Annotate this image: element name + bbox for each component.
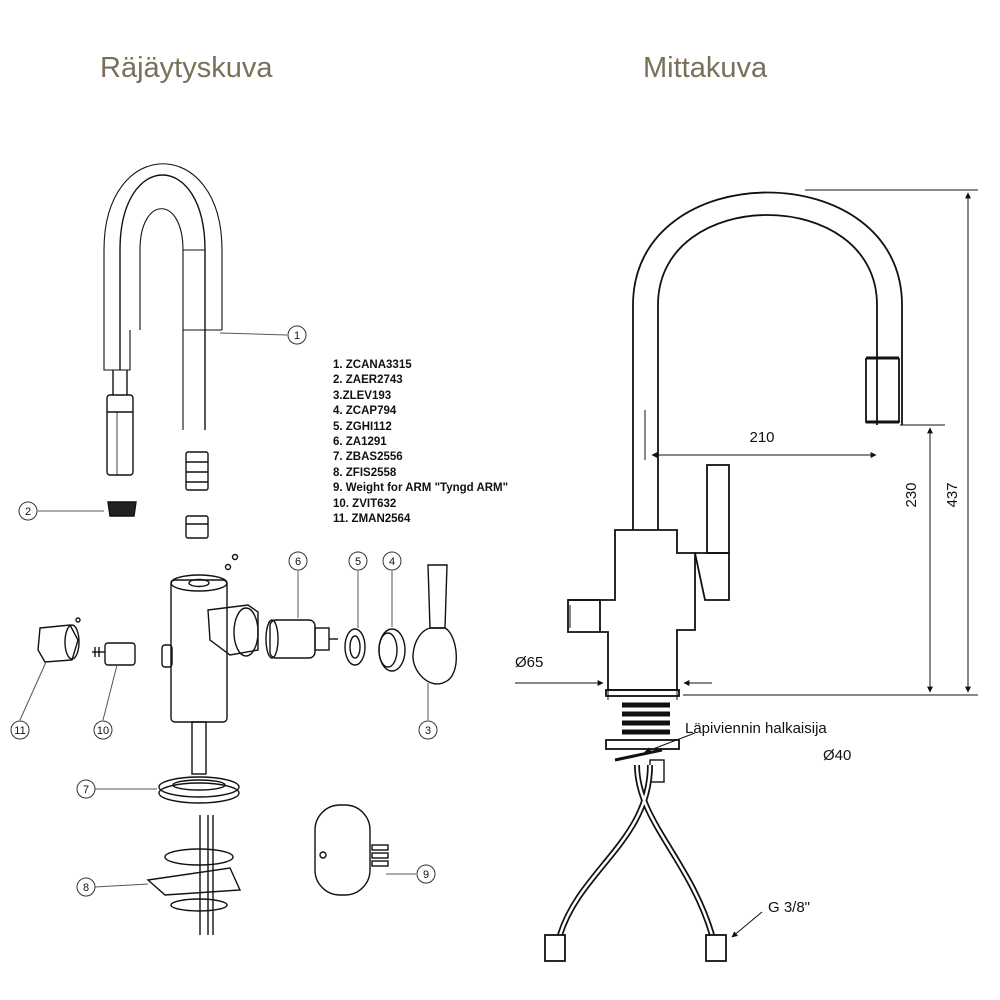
spout-outline: [632, 191, 903, 530]
part-item-11: 11. ZMAN2564: [333, 513, 411, 526]
hose-nut: [185, 515, 209, 539]
svg-text:7: 7: [83, 784, 89, 796]
body-outline: [567, 529, 696, 691]
part-item-9: 9. Weight for ARM "Tyngd ARM": [333, 482, 509, 495]
valve: [104, 642, 136, 666]
hole-diameter-label: Ø40: [823, 747, 851, 764]
callout-1: 1: [287, 325, 307, 345]
callout-6: 6: [288, 551, 308, 571]
spout-arch-outer: [119, 174, 206, 430]
svg-text:1: 1: [294, 330, 300, 342]
part-item-6: 6. ZA1291: [333, 436, 387, 449]
connector-left: [544, 934, 566, 962]
svg-text:6: 6: [295, 556, 301, 568]
callout-5: 5: [348, 551, 368, 571]
hole-label: Läpiviennin halkaisija: [685, 720, 827, 737]
parts-list: 1. ZCANA3315 2. ZAER2743 3.ZLEV193 4. ZC…: [333, 358, 508, 527]
part-item-8: 8. ZFIS2558: [333, 466, 397, 479]
part-item-10: 10. ZVIT632: [333, 497, 397, 510]
svg-text:9: 9: [423, 869, 429, 881]
reach-label: 210: [749, 429, 774, 446]
callout-9: 9: [416, 864, 436, 884]
svg-text:2: 2: [25, 506, 31, 518]
connector-right: [705, 934, 727, 962]
total-height-label: 437: [944, 482, 961, 507]
svg-text:4: 4: [389, 556, 395, 568]
hose-connector: [185, 451, 209, 491]
lever-outline: [706, 464, 730, 554]
callout-2: 2: [18, 501, 38, 521]
callout-11: 11: [10, 720, 30, 740]
part-item-5: 5. ZGHI112: [333, 420, 392, 433]
svg-text:3: 3: [425, 725, 431, 737]
callout-3: 3: [418, 720, 438, 740]
part-item-7: 7. ZBAS2556: [333, 451, 403, 464]
dimension-drawing-title: Mittakuva: [643, 52, 768, 84]
svg-text:5: 5: [355, 556, 361, 568]
fixing-plate: [146, 867, 242, 896]
arm-weight: [314, 804, 371, 896]
callout-8: 8: [76, 877, 96, 897]
aerator: [107, 501, 137, 517]
base-diameter-label: Ø65: [515, 654, 543, 671]
part-item-3: 3.ZLEV193: [333, 389, 392, 402]
part-item-1: 1. ZCANA3315: [333, 359, 412, 371]
svg-text:10: 10: [97, 725, 109, 737]
callout-7: 7: [76, 779, 96, 799]
callout-10: 10: [93, 720, 113, 740]
connection-label: G 3/8": [768, 899, 810, 916]
spout-height-label: 230: [903, 482, 920, 507]
svg-text:8: 8: [83, 882, 89, 894]
svg-text:11: 11: [14, 725, 25, 737]
spray-head: [106, 394, 134, 476]
part-item-4: 4. ZCAP794: [333, 405, 397, 418]
part-item-2: 2. ZAER2743: [333, 374, 403, 387]
base-ring: [158, 776, 240, 798]
exploded-view-title: Räjäytyskuva: [100, 52, 273, 84]
cartridge-nut: [344, 628, 366, 666]
hose-left: [557, 764, 653, 936]
callout-4: 4: [382, 551, 402, 571]
